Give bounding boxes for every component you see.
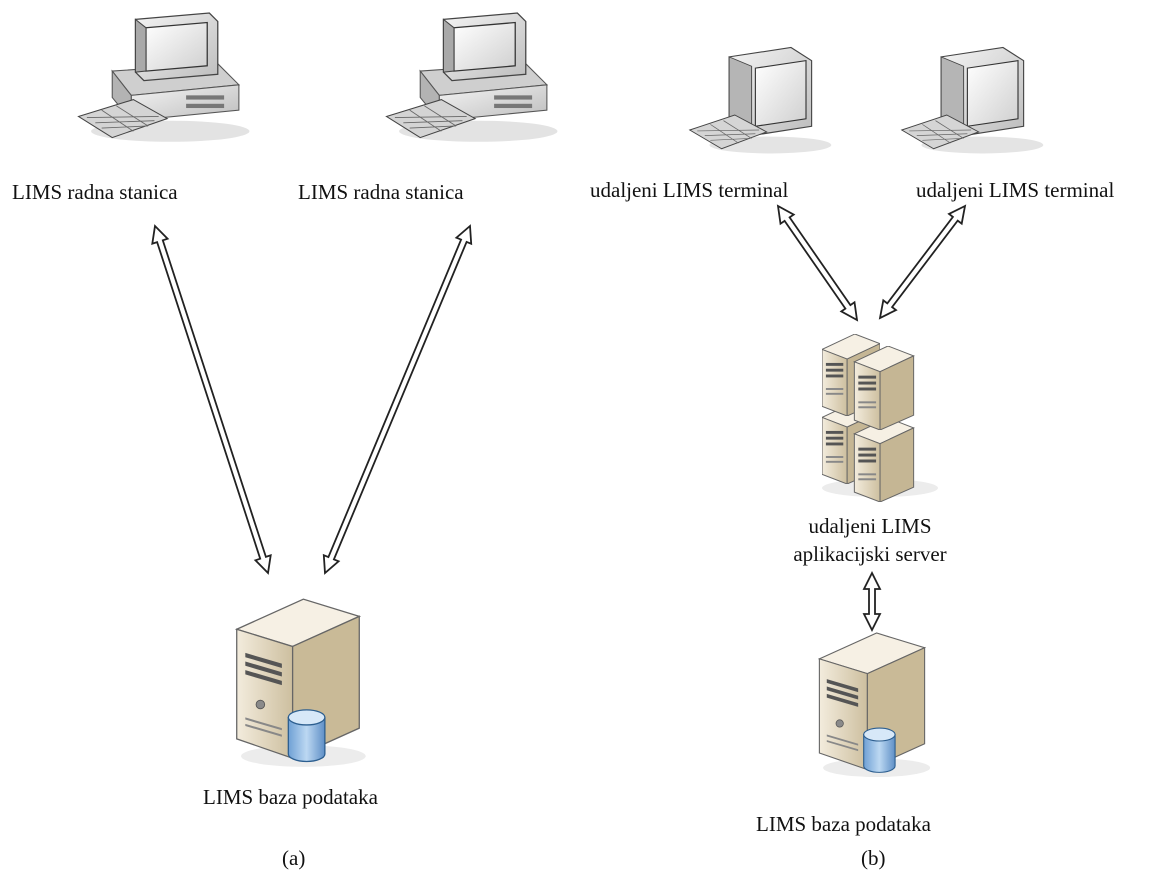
workstation-label-left: LIMS radna stanica (12, 180, 178, 204)
double-arrow (776, 204, 859, 322)
caption-b: (b) (861, 846, 886, 870)
double-arrow (322, 224, 473, 575)
app-server-label-line1: udaljeni LIMS (808, 514, 932, 538)
double-arrow (862, 570, 882, 633)
server-cluster-icon (822, 334, 938, 502)
workstation-label-right: LIMS radna stanica (298, 180, 464, 204)
database-server-icon-b (818, 632, 931, 778)
app-server-label-line2: aplikacijski server (793, 542, 947, 566)
workstation-icon-right (385, 12, 559, 143)
terminal-icon-left (689, 46, 832, 155)
database-server-icon-a (236, 598, 367, 768)
terminal-label-right: udaljeni LIMS terminal (916, 178, 1115, 202)
double-arrow (151, 224, 272, 575)
arrows-panel-a (151, 224, 473, 575)
terminal-icon-right (901, 46, 1044, 155)
terminal-label-left: udaljeni LIMS terminal (590, 178, 789, 202)
database-label-a: LIMS baza podataka (203, 785, 378, 809)
workstation-icon-left (77, 12, 251, 143)
database-label-b: LIMS baza podataka (756, 812, 931, 836)
arrows-panel-b (776, 204, 967, 633)
double-arrow (878, 204, 967, 320)
caption-a: (a) (282, 846, 306, 870)
